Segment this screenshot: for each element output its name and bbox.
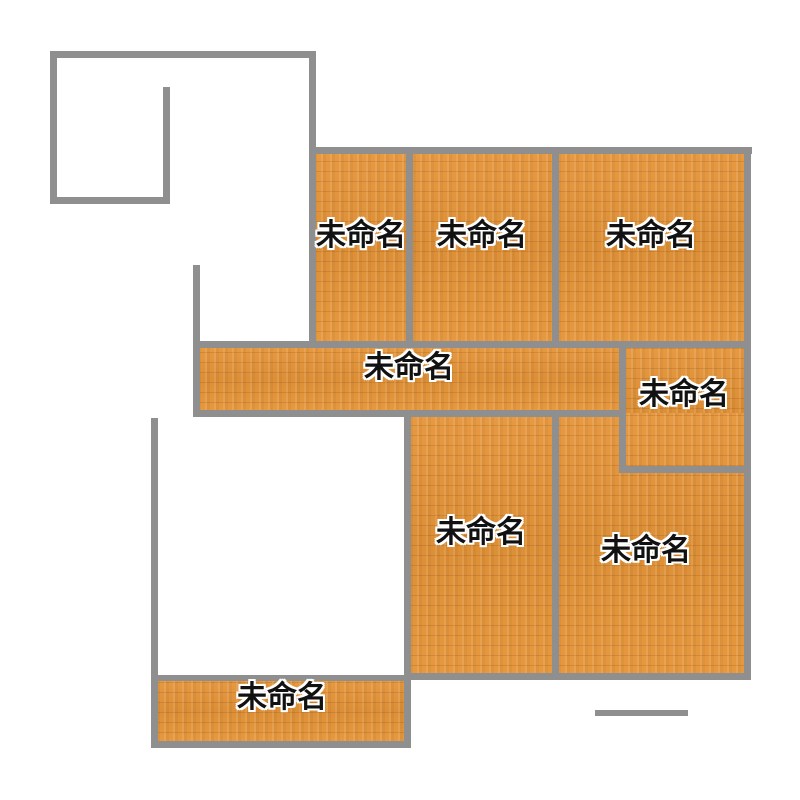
wall-left-long (151, 418, 158, 747)
wall-topleft-right (309, 51, 316, 348)
room-top-left-floor[interactable] (312, 152, 411, 342)
room-lower-middle-floor[interactable] (408, 413, 556, 676)
wall-divider-top-2 (552, 147, 559, 348)
wall-right (744, 147, 751, 680)
room-lower-right-floor[interactable] (556, 413, 748, 676)
room-top-middle-floor[interactable] (411, 152, 556, 342)
wall-divider-top-1 (406, 147, 413, 348)
wall-top (309, 147, 752, 154)
room-label-top-right: 未命名 (606, 218, 696, 253)
room-label-top-left: 未命名 (316, 218, 406, 253)
wall-lower-left (404, 413, 411, 746)
wall-topleft-inner (163, 87, 170, 204)
wall-topleft-top (50, 51, 316, 58)
wall-corridor-top (193, 341, 751, 348)
room-label-bottom-left: 未命名 (237, 680, 327, 715)
room-bottom-left-floor[interactable] (155, 678, 410, 743)
wall-small-room-left (619, 341, 626, 473)
room-corridor-floor[interactable] (196, 345, 622, 413)
room-label-corridor: 未命名 (364, 350, 454, 385)
wall-corridor-left (193, 265, 200, 417)
wall-lower-bottom (404, 673, 751, 680)
wall-topleft-left (50, 51, 57, 204)
wall-lower-divider (552, 413, 559, 680)
wall-bottom-room-bottom (151, 741, 411, 748)
wall-topleft-bottom (50, 197, 170, 204)
room-label-lower-right: 未命名 (601, 533, 691, 568)
wall-small-room-bottom (619, 466, 751, 473)
room-label-right-small: 未命名 (639, 377, 729, 412)
wall-floating-segment (595, 710, 688, 716)
room-top-right-floor[interactable] (556, 152, 748, 342)
wall-bottom-room-top (151, 675, 411, 681)
room-label-lower-middle: 未命名 (436, 515, 526, 550)
room-label-top-middle: 未命名 (437, 218, 527, 253)
